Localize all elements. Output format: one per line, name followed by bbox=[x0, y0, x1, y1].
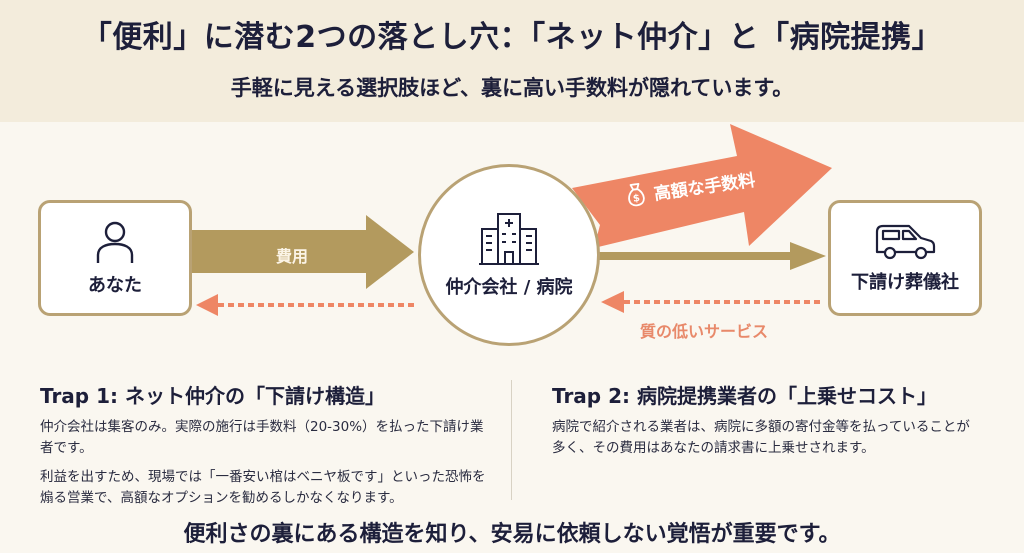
cost-label: 費用 bbox=[276, 247, 309, 266]
person-icon bbox=[96, 221, 134, 263]
trap-1-paragraph-1: 仲介会社は集客のみ。実際の施行は手数料（20-30%）を払った下請け業者です。 bbox=[40, 419, 484, 456]
node-you: あなた bbox=[38, 200, 192, 316]
van-icon bbox=[875, 224, 936, 260]
hospital-building-icon bbox=[479, 213, 539, 265]
cost-arrow bbox=[190, 215, 414, 289]
header-band bbox=[0, 0, 1024, 122]
trap-1-title: Trap 1: ネット仲介の「下請け構造」 bbox=[40, 384, 385, 408]
trap-divider bbox=[511, 380, 512, 500]
low-service-arrowhead-right bbox=[601, 291, 624, 313]
high-fee-arrow bbox=[572, 124, 832, 248]
low-service-label: 質の低いサービス bbox=[640, 322, 769, 341]
page-subtitle: 手軽に見える選択肢ほど、裏に高い手数料が隠れています。 bbox=[230, 76, 794, 100]
node-broker-label: 仲介会社 / 病院 bbox=[445, 277, 573, 298]
node-subcontractor: 下請け葬儀社 bbox=[828, 200, 982, 316]
page-title: 「便利」に潜む2つの落とし穴：「ネット仲介」と「病院提携」 bbox=[81, 20, 943, 55]
trap-1-section: Trap 1: ネット仲介の「下請け構造」 仲介会社は集客のみ。実際の施行は手数… bbox=[40, 380, 490, 517]
pass-through-arrow-head bbox=[790, 242, 826, 270]
svg-text:$: $ bbox=[632, 193, 640, 205]
trap-2-title: Trap 2: 病院提携業者の「上乗せコスト」 bbox=[552, 384, 937, 408]
conclusion-text: 便利さの裏にある構造を知り、安易に依頼しない覚悟が重要です。 bbox=[183, 522, 841, 547]
money-bag-icon: $ bbox=[628, 182, 645, 207]
node-you-label: あなた bbox=[88, 275, 142, 296]
high-fee-label-group: $ 高額な手数料 bbox=[622, 165, 756, 209]
trap-2-paragraph-1: 病院で紹介される業者は、病院に多額の寄付金等を払っていることが多く、その費用はあ… bbox=[552, 419, 970, 456]
trap-2-section: Trap 2: 病院提携業者の「上乗せコスト」 病院で紹介される業者は、病院に多… bbox=[552, 380, 982, 467]
low-service-arrowhead-left bbox=[196, 294, 218, 316]
pass-through-arrow-shaft bbox=[598, 252, 794, 260]
node-broker: 仲介会社 / 病院 bbox=[418, 164, 600, 346]
trap-1-paragraph-2: 利益を出すため、現場では「一番安い棺はベニヤ板です」といった恐怖を煽る営業で、高… bbox=[40, 469, 486, 506]
node-subcontractor-label: 下請け葬儀社 bbox=[851, 272, 959, 293]
